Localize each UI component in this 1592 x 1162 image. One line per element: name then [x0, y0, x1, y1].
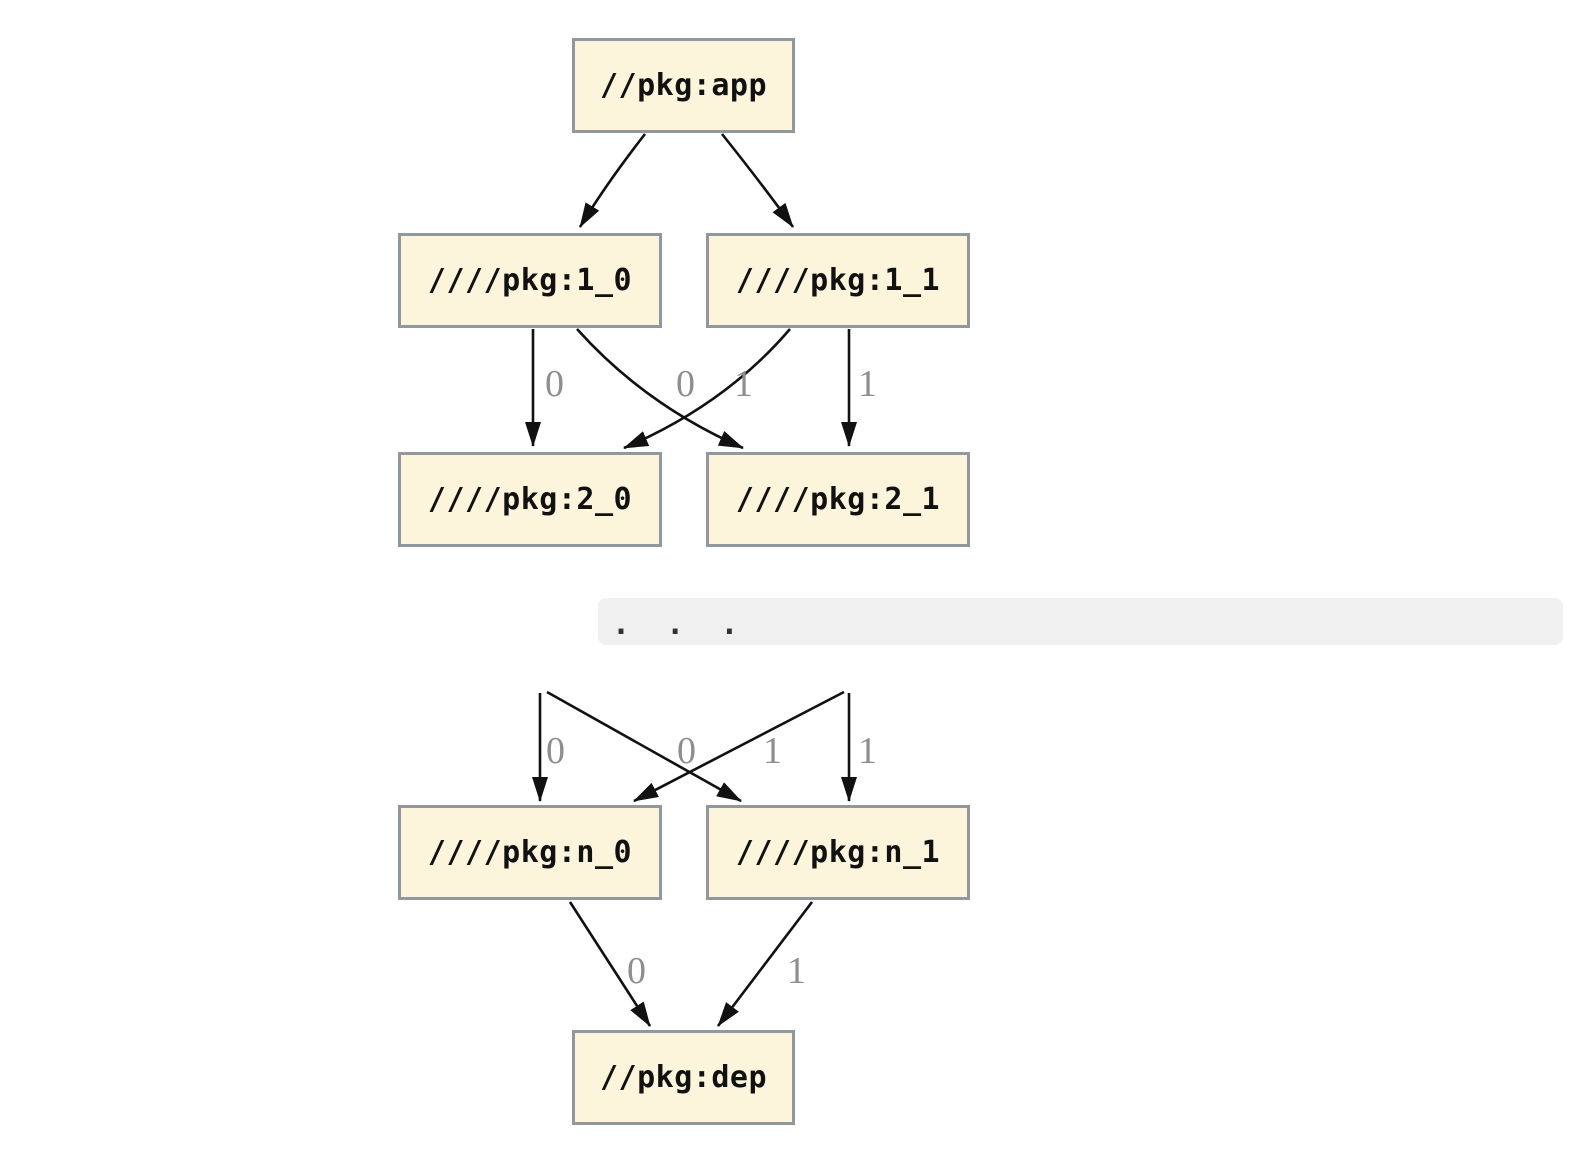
edge-label-1_0-to-2_0: 0	[545, 363, 564, 405]
node-pkg-n_1: ////pkg:n_1	[706, 805, 970, 900]
edge-label-ellipsis-to-n_0-left: 0	[546, 730, 565, 772]
edge-label-ellipsis-to-n_0-cross: 0	[677, 730, 696, 772]
edge-label-n_1-to-dep: 1	[787, 950, 806, 992]
node-pkg-dep: //pkg:dep	[572, 1030, 795, 1125]
node-pkg-2_1: ////pkg:2_1	[706, 452, 970, 547]
ellipsis-dots: . . .	[612, 607, 739, 642]
node-pkg-app: //pkg:app	[572, 38, 795, 133]
edge-app-to-1_1	[720, 133, 795, 228]
node-pkg-1_1: ////pkg:1_1	[706, 233, 970, 328]
ellipsis-row-background	[598, 598, 1563, 645]
edge-1_0-to-2_1	[576, 328, 744, 450]
node-pkg-1_0: ////pkg:1_0	[398, 233, 662, 328]
edge-label-ellipsis-to-n_1-cross: 1	[763, 730, 782, 772]
node-pkg-2_0: ////pkg:2_0	[398, 452, 662, 547]
edge-label-n_0-to-dep: 0	[627, 950, 646, 992]
edge-label-1_0-to-2_1: 1	[734, 363, 753, 405]
edge-label-ellipsis-to-n_1-right: 1	[858, 730, 877, 772]
edge-ellipsis-to-n_0-cross	[633, 690, 845, 803]
edge-label-1_1-to-2_1: 1	[858, 363, 877, 405]
edge-app-to-1_0	[578, 133, 647, 228]
edge-1_1-to-2_0	[623, 328, 791, 450]
edge-label-1_1-to-2_0: 0	[676, 363, 695, 405]
edge-ellipsis-to-n_1-cross	[546, 690, 742, 803]
node-pkg-n_0: ////pkg:n_0	[398, 805, 662, 900]
